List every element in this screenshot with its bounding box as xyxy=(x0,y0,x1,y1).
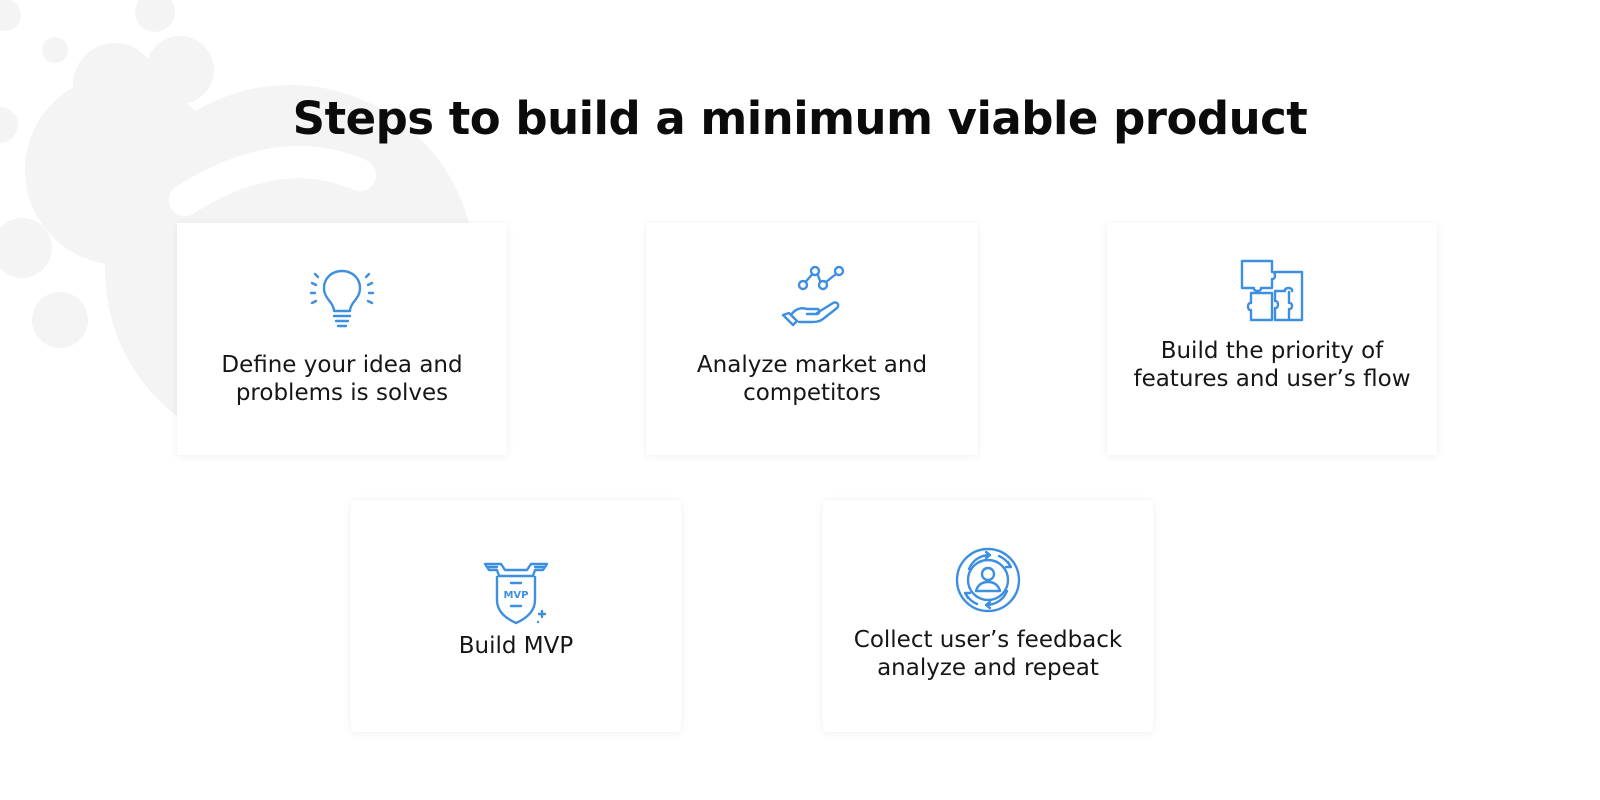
step-card-analyze-market: Analyze market and competitors xyxy=(647,223,977,455)
user-cycle-icon xyxy=(955,547,1021,613)
step-card-collect-feedback: Collect user’s feedback analyze and repe… xyxy=(823,500,1153,732)
page-title: Steps to build a minimum viable product xyxy=(292,92,1308,145)
svg-text:MVP: MVP xyxy=(503,590,528,601)
mvp-shield-icon: MVP xyxy=(483,560,549,626)
lightbulb-icon xyxy=(309,263,375,329)
step-card-define-idea: Define your idea and problems is solves xyxy=(177,223,507,455)
hand-chart-icon xyxy=(779,263,845,329)
step-label: Analyze market and competitors xyxy=(696,352,928,406)
step-label: Define your idea and problems is solves xyxy=(221,352,463,406)
step-label: Collect user’s feedback analyze and repe… xyxy=(853,627,1123,681)
step-label: Build MVP xyxy=(458,633,574,659)
step-label: Build the priority of features and user’… xyxy=(1133,338,1411,392)
step-card-build-priority: Build the priority of features and user’… xyxy=(1107,223,1437,455)
step-card-build-mvp: MVP Build MVP xyxy=(351,500,681,732)
puzzle-icon xyxy=(1239,258,1305,324)
